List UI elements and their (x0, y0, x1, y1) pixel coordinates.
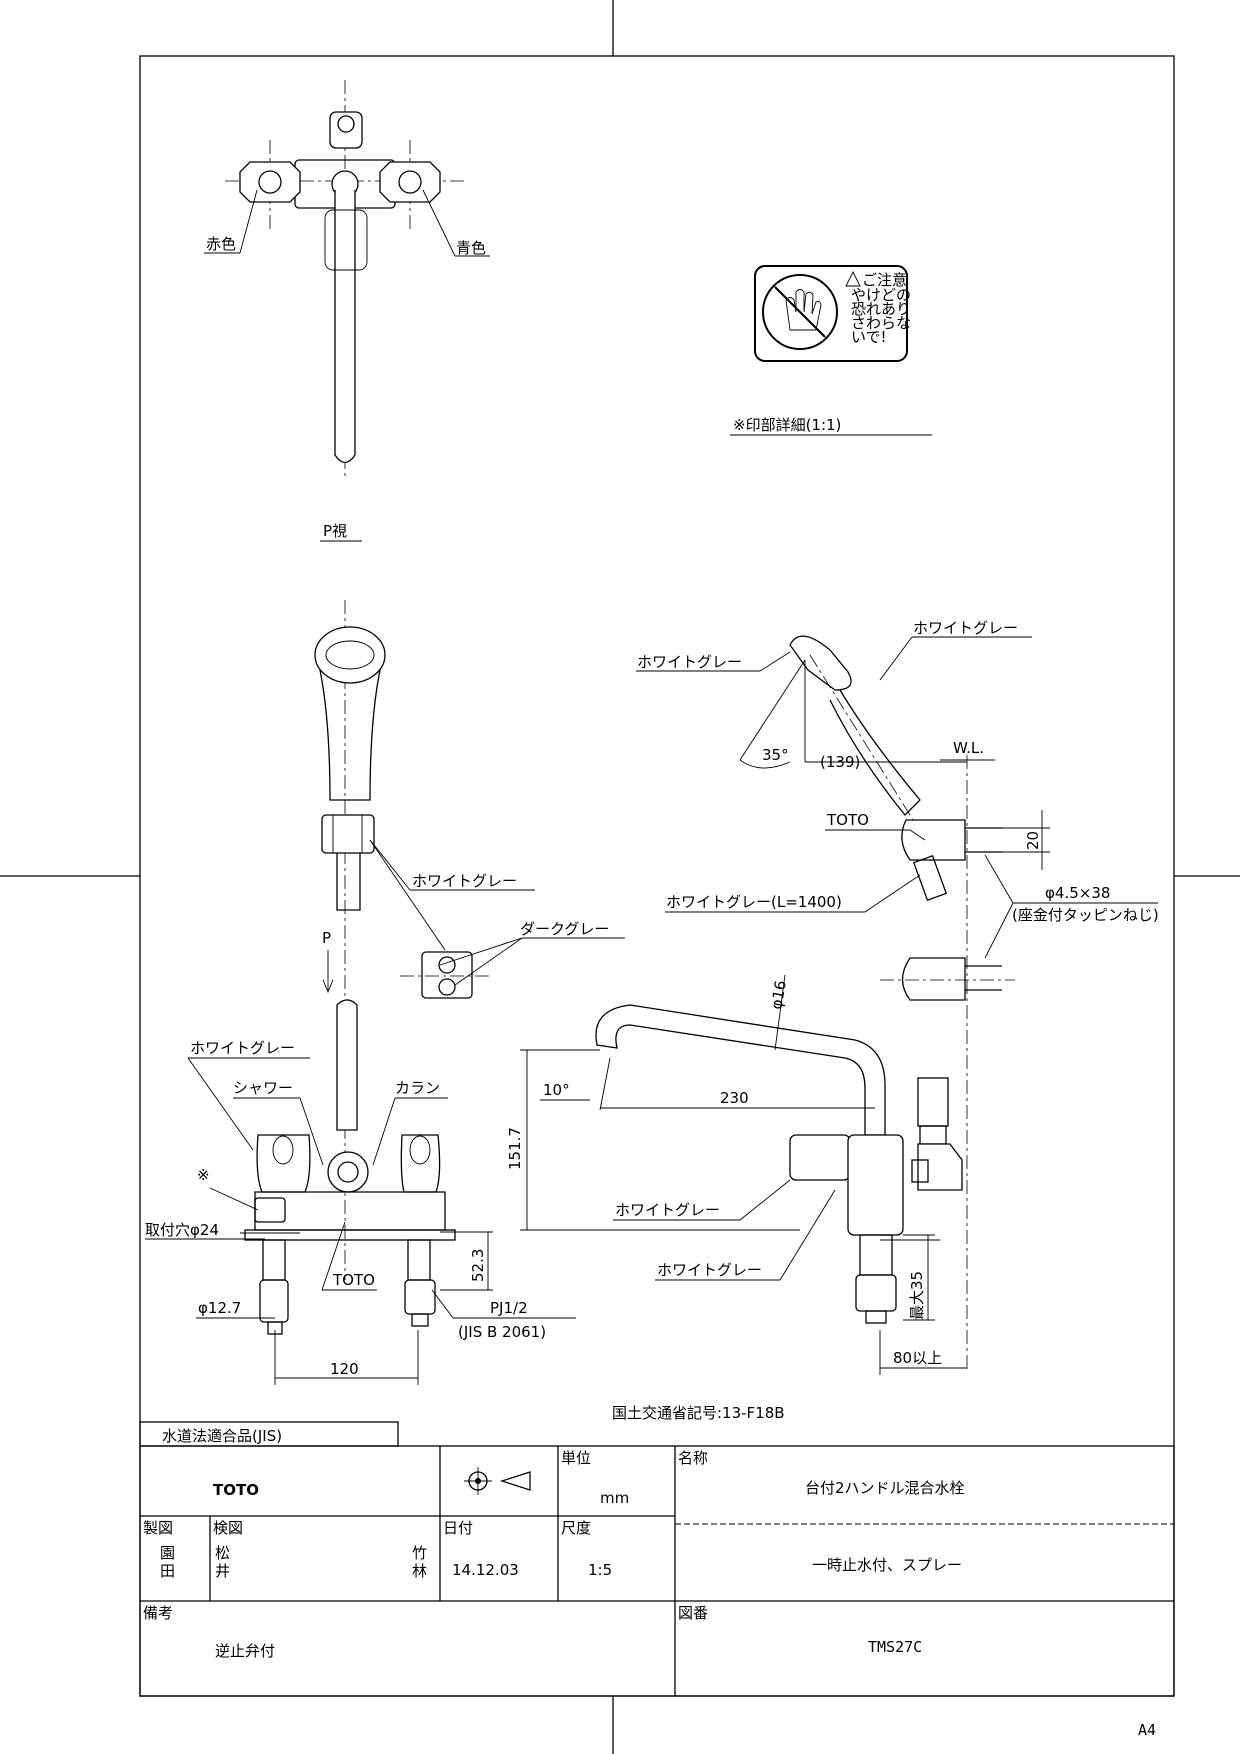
label-red: 赤色 (206, 235, 236, 253)
label-screw-note: (座金付タッピンねじ) (1012, 906, 1159, 924)
warning-sticker: ご注意 やけどの 恐れあり さわらな いで! ※印部詳細(1:1) (730, 265, 932, 436)
no-touch-icon (762, 274, 838, 350)
drawn-label: 製図 (143, 1519, 173, 1537)
label-mount-hole: 取付穴φ24 (145, 1221, 219, 1239)
warning-title: ご注意 (862, 271, 907, 289)
drawn-value-1: 園 (160, 1544, 175, 1562)
unit-value: mm (600, 1489, 629, 1507)
label-white-gray-grip: ホワイトグレー (913, 619, 1018, 637)
drawn-value-2: 田 (160, 1562, 175, 1580)
drawing-no-value: TMS27C (868, 1638, 922, 1656)
unit-label: 単位 (561, 1449, 591, 1467)
checked-value-2: 井 (215, 1562, 230, 1580)
label-dark-gray: ダークグレー (520, 920, 609, 938)
remarks-value: 逆止弁付 (215, 1642, 275, 1660)
date-label: 日付 (443, 1519, 473, 1537)
warning-line-4: いで! (851, 328, 887, 346)
projection-symbol-icon (464, 1467, 531, 1495)
front-view: ホワイトグレー ダークグレー P ホワイトグレー (145, 600, 625, 1385)
label-white-gray-handle: ホワイトグレー (190, 1039, 295, 1057)
name-value: 台付2ハンドル混合水栓 (805, 1479, 965, 1497)
label-white-gray-body: ホワイトグレー (615, 1201, 720, 1219)
label-p-view: P視 (323, 522, 347, 540)
label-hose: ホワイトグレー(L=1400) (666, 893, 842, 911)
dim-max35: 最大35 (908, 1271, 926, 1320)
label-jis-box: 水道法適合品(JIS) (162, 1427, 282, 1445)
drawing-frame (139, 55, 1175, 1697)
label-white-gray-holder: ホワイトグレー (412, 872, 517, 890)
warning-line-2: 恐れあり (851, 300, 911, 318)
label-blue: 青色 (456, 239, 486, 257)
label-p-arrow: P (322, 929, 331, 947)
checked-value-4: 林 (412, 1562, 427, 1580)
label-d127: φ12.7 (198, 1299, 241, 1317)
dim-139: (139) (820, 753, 860, 771)
label-mark: ※ (197, 1166, 210, 1184)
label-screw: φ4.5×38 (1045, 884, 1110, 902)
logo-toto: TOTO (213, 1481, 259, 1499)
dim-151-7: 151.7 (506, 1127, 524, 1170)
dim-230: 230 (720, 1089, 749, 1107)
sub-value: 一時止水付、スプレー (812, 1556, 962, 1574)
dim-20: 20 (1024, 831, 1042, 850)
dim-10deg: 10° (543, 1081, 570, 1099)
label-pj: PJ1/2 (490, 1299, 528, 1317)
checked-value-3: 竹 (412, 1544, 427, 1562)
label-white-gray-head: ホワイトグレー (637, 653, 742, 671)
date-value: 14.12.03 (452, 1561, 519, 1579)
top-view: 赤色 青色 P視 (204, 80, 490, 542)
dim-80-over: 80以上 (893, 1349, 942, 1367)
label-toto-front: TOTO (332, 1271, 375, 1289)
label-white-gray-base: ホワイトグレー (657, 1261, 762, 1279)
warning-line-3: さわらな (851, 314, 911, 332)
checked-label: 検図 (213, 1519, 243, 1537)
sheet-size: A4 (1138, 1721, 1156, 1739)
warning-line-1: やけどの (851, 286, 911, 304)
caution-icon (845, 270, 861, 287)
dim-phi16: φ16 (767, 979, 790, 1011)
remarks-label: 備考 (143, 1604, 173, 1622)
label-karan: カラン (395, 1079, 440, 1097)
label-wl: W.L. (953, 739, 984, 757)
checked-value-1: 松 (215, 1544, 230, 1562)
scale-label: 尺度 (561, 1519, 591, 1537)
title-block: TOTO 単位 mm 名称 台付2ハンドル混合水栓 製図 園 田 検図 松 井 … (139, 1445, 1175, 1697)
label-mlit: 国土交通省記号:13-F18B (612, 1404, 785, 1422)
label-toto-side: TOTO (826, 811, 869, 829)
scale-value: 1:5 (588, 1561, 612, 1579)
label-mark-detail: ※印部詳細(1:1) (733, 416, 841, 434)
side-view: ホワイトグレー ホワイトグレー 35° (139) W.L. TOTO 20 φ… (506, 619, 1159, 1375)
drawing-no-label: 図番 (678, 1604, 708, 1622)
label-jis: (JIS B 2061) (458, 1323, 546, 1341)
dim-120: 120 (330, 1360, 359, 1378)
dim-52-3: 52.3 (469, 1249, 487, 1282)
name-label: 名称 (678, 1449, 708, 1467)
label-shower: シャワー (233, 1079, 293, 1097)
dim-35deg: 35° (762, 746, 789, 764)
